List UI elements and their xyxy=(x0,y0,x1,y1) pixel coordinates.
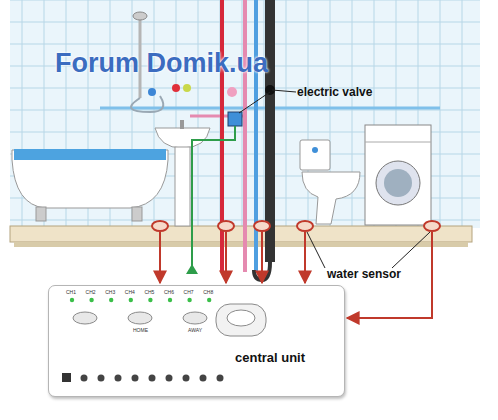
electric-valve-symbol xyxy=(239,92,270,113)
washing-machine xyxy=(365,125,431,225)
channel-label: CH8 xyxy=(203,290,213,295)
washing-machine xyxy=(376,161,420,205)
indicator-led xyxy=(168,298,172,302)
water-sensor-symbol xyxy=(424,221,440,231)
sensor-wire xyxy=(304,232,306,283)
channel-label: CH1 xyxy=(66,290,76,295)
channel-label: CH4 xyxy=(125,290,135,295)
toilet xyxy=(312,147,318,153)
terminal-jack xyxy=(166,375,173,382)
terminal-jack xyxy=(81,375,88,382)
water-pipes xyxy=(100,0,440,280)
wash-basin xyxy=(175,147,190,226)
water-sensor-symbol xyxy=(307,232,325,268)
push-button xyxy=(183,312,207,324)
washing-machine xyxy=(384,169,412,197)
sensor-wire xyxy=(261,232,263,283)
indicator-led xyxy=(207,298,211,302)
watermark: Forum Domik.ua xyxy=(55,50,268,77)
washing-machine xyxy=(365,125,431,225)
water-sensor-symbol xyxy=(152,221,440,268)
water-pipes xyxy=(254,0,258,272)
valve-wire xyxy=(192,126,235,272)
floor-slab xyxy=(10,226,472,242)
bathtub xyxy=(12,149,168,221)
push-button xyxy=(73,312,207,324)
indicator-led xyxy=(129,298,133,302)
sensor-wire xyxy=(160,232,432,318)
shower xyxy=(131,96,163,112)
sensor-wire xyxy=(225,232,227,283)
washing-machine xyxy=(365,142,431,143)
toilet xyxy=(300,140,330,170)
water-pipes xyxy=(254,262,270,280)
button-label: AWAY xyxy=(188,328,202,333)
shower xyxy=(148,88,156,96)
terminal-jack xyxy=(98,375,105,382)
speaker-grille xyxy=(227,310,255,326)
shower xyxy=(172,84,180,92)
floor-slab xyxy=(10,226,472,247)
wash-basin xyxy=(180,120,184,129)
node-title: central unit xyxy=(235,351,305,364)
electric-valve-symbol xyxy=(272,90,296,92)
button-label: HOME xyxy=(133,328,148,333)
central-unit-box: central unit xyxy=(48,285,345,397)
bathtub xyxy=(14,149,166,160)
terminal-jack xyxy=(183,375,190,382)
indicator-led xyxy=(187,298,191,302)
bathtub xyxy=(132,207,142,221)
bathtub xyxy=(36,207,46,221)
terminal-jack xyxy=(149,375,156,382)
speaker-grille xyxy=(216,304,266,336)
valve-wire xyxy=(186,264,198,274)
terminal-jack xyxy=(115,375,122,382)
sensor-wire xyxy=(159,232,161,283)
terminal-jack xyxy=(62,373,71,382)
terminal-jack xyxy=(132,375,139,382)
terminal-jack xyxy=(217,375,224,382)
bathtub xyxy=(12,150,168,208)
indicator-led xyxy=(89,298,93,302)
shower xyxy=(227,87,237,97)
toilet xyxy=(300,140,360,224)
electric-valve-symbol xyxy=(228,112,242,126)
terminal-jack xyxy=(200,375,207,382)
terminal-jack xyxy=(62,373,224,382)
channel-label: CH6 xyxy=(164,290,174,295)
indicator-led xyxy=(70,298,212,302)
indicator-led xyxy=(109,298,113,302)
valve-wire xyxy=(186,126,235,274)
callout-label: water sensor xyxy=(327,268,401,280)
water-pipes xyxy=(243,0,247,272)
wash-basin xyxy=(155,120,210,226)
callout-label: electric valve xyxy=(297,86,372,98)
speaker-grille xyxy=(216,304,266,336)
channel-label: CH5 xyxy=(144,290,154,295)
water-sensor-symbol xyxy=(297,221,313,231)
water-sensor-symbol xyxy=(152,221,168,231)
shower xyxy=(133,12,147,20)
toilet xyxy=(302,172,360,224)
push-button xyxy=(73,312,97,324)
water-sensor-symbol xyxy=(254,221,270,231)
water-sensor-symbol xyxy=(392,232,430,268)
push-button xyxy=(128,312,152,324)
shower xyxy=(183,84,191,92)
indicator-led xyxy=(148,298,152,302)
electric-valve-symbol xyxy=(228,85,296,126)
channel-label: CH3 xyxy=(105,290,115,295)
wash-basin xyxy=(155,128,210,148)
water-sensor-symbol xyxy=(218,221,234,231)
channel-label: CH7 xyxy=(184,290,194,295)
indicator-led xyxy=(70,298,74,302)
floor-slab xyxy=(14,242,468,247)
channel-label: CH2 xyxy=(86,290,96,295)
